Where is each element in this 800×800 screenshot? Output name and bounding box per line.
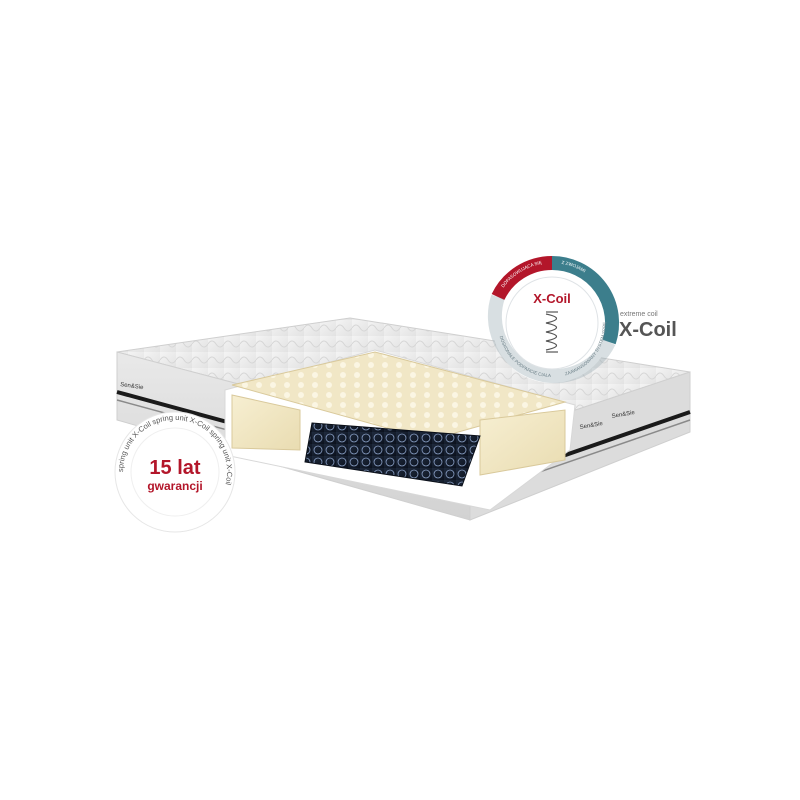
foam-layer-side-right [479, 409, 566, 476]
warranty-badge: spring unit X-Coil spring unit X-Coil sp… [114, 411, 236, 533]
xcoil-caption-big: X-Coil [619, 319, 677, 341]
warranty-years: 15 lat [149, 457, 200, 479]
spring-coil-icon [545, 311, 558, 353]
warranty-label: gwarancji [147, 479, 202, 493]
foam-layer-side-left [231, 394, 301, 451]
xcoil-badge-title: X-Coil [533, 291, 571, 306]
brand-label-right: Sen&Sie [611, 410, 636, 420]
xcoil-caption-small: extreme coil [620, 311, 658, 318]
foam-layer-top [231, 351, 567, 441]
brand-label-left: Sen&Sie [120, 382, 145, 391]
brand-label-front: Sen&Sie [579, 421, 604, 431]
spring-unit-core [304, 422, 481, 487]
